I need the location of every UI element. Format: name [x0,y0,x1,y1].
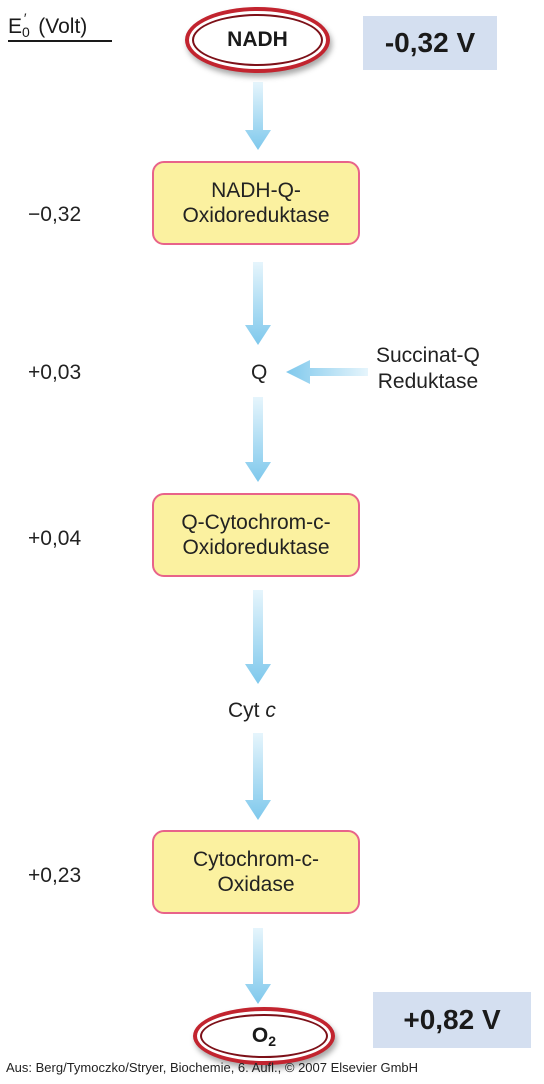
complex-nadh-q-oxidoreduktase: NADH-Q- Oxidoreduktase [152,161,360,245]
potential-q: +0,03 [28,361,82,384]
nadh-potential: -0,32 V [384,27,476,58]
arrow-cytc-to-complex4 [245,733,271,820]
succinat-q-reduktase: Succinat-Q Reduktase [376,344,480,393]
complex-q-cytochrom-c-oxidoreduktase: Q-Cytochrom-c- Oxidoreduktase [152,493,360,577]
arrow-nadh-to-complex1 [245,82,271,150]
arrow-q-to-complex3 [245,397,271,482]
axis-underline [8,40,112,42]
nadh-label: NADH [227,28,288,51]
complex-cytochrom-c-oxidase: Cytochrom-c- Oxidase [152,830,360,914]
potential-complex-4: +0,23 [28,864,82,887]
ubiquinone-q: Q [251,361,268,384]
potential-complex-3: +0,04 [28,527,82,550]
arrow-complex3-to-cytc [245,590,271,684]
oxygen-ellipse: O2 [193,1007,335,1065]
oxygen-potential-badge: +0,82 V [373,992,531,1048]
source-caption: Aus: Berg/Tymoczko/Stryer, Biochemie, 6.… [6,1060,419,1075]
oxygen-label: O2 [251,1023,277,1049]
arrow-complex4-to-oxygen [245,928,271,1004]
cytochrom-c: Cyt c [228,699,276,722]
nadh-ellipse: NADH [185,7,330,73]
arrow-complex1-to-q [245,262,271,345]
potential-complex-1: −0,32 [28,203,82,226]
oxygen-potential: +0,82 V [403,1004,501,1035]
arrow-succinat-to-q [286,360,368,384]
nadh-potential-badge: -0,32 V [363,16,497,70]
axis-label: E0′ (Volt) [8,10,88,40]
